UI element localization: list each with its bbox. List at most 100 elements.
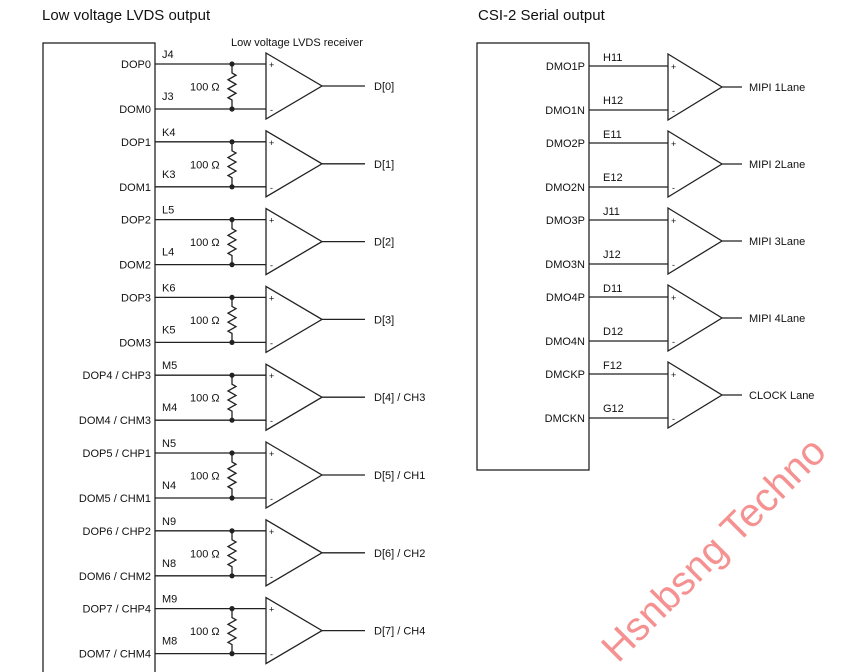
plus-sign: + <box>671 62 676 72</box>
output-label: MIPI 4Lane <box>749 313 805 325</box>
p-signal-label: DOP1 <box>121 137 151 149</box>
output-label: D[1] <box>374 159 394 171</box>
p-signal-label: DMO2P <box>546 138 585 150</box>
resistor-icon <box>226 375 238 421</box>
p-pin-label: M9 <box>162 594 177 606</box>
plus-sign: + <box>269 605 274 615</box>
m-pin-label: M8 <box>162 636 177 648</box>
plus-sign: + <box>671 370 676 380</box>
minus-sign: - <box>672 183 675 193</box>
resistor-icon <box>226 297 238 343</box>
p-signal-label: DOP5 / CHP1 <box>83 448 151 460</box>
amplifier-triangle <box>265 440 324 510</box>
plus-sign: + <box>269 138 274 148</box>
p-pin-label: J11 <box>603 206 620 218</box>
resistor-icon <box>226 453 238 498</box>
minus-sign: - <box>672 260 675 270</box>
p-signal-label: DOP3 <box>121 292 151 304</box>
m-signal-label: DMO1N <box>545 105 585 117</box>
minus-sign: - <box>270 650 273 660</box>
plus-sign: + <box>269 527 274 537</box>
plus-sign: + <box>269 293 274 303</box>
output-label: CLOCK Lane <box>749 390 814 402</box>
p-pin-label: L5 <box>162 205 174 217</box>
minus-sign: - <box>672 106 675 116</box>
p-signal-label: DOP7 / CHP4 <box>83 604 151 616</box>
p-pin-label: N5 <box>162 438 176 450</box>
m-pin-label: M4 <box>162 402 177 414</box>
junction-dot <box>229 573 235 579</box>
minus-sign: - <box>270 261 273 271</box>
p-signal-label: DOP6 / CHP2 <box>83 526 151 538</box>
amplifier-triangle <box>265 363 324 432</box>
output-label: MIPI 3Lane <box>749 236 805 248</box>
resistor-value: 100 Ω <box>190 548 220 560</box>
p-signal-label: DMO3P <box>546 215 585 227</box>
p-pin-label: N9 <box>162 516 176 528</box>
lvds-title: Low voltage LVDS output <box>42 7 211 24</box>
p-pin-label: M5 <box>162 360 177 372</box>
resistor-value: 100 Ω <box>190 237 220 249</box>
lvds-chip-box <box>42 42 156 672</box>
receiver-label: Low voltage LVDS receiver <box>231 37 363 49</box>
output-label: D[6] / CH2 <box>374 548 425 560</box>
minus-sign: - <box>270 183 273 193</box>
minus-sign: - <box>270 494 273 504</box>
amplifier-triangle <box>667 206 724 276</box>
csi2-chip-box <box>476 42 590 471</box>
p-pin-label: F12 <box>603 360 622 372</box>
m-pin-label: L4 <box>162 247 174 259</box>
m-signal-label: DOM5 / CHM1 <box>79 493 151 505</box>
m-pin-label: K3 <box>162 169 175 181</box>
p-pin-label: E11 <box>603 129 622 141</box>
m-signal-label: DOM0 <box>119 104 151 116</box>
amplifier-triangle <box>265 596 324 665</box>
amplifier-triangle <box>265 285 324 354</box>
m-pin-label: N4 <box>162 480 176 492</box>
resistor-value: 100 Ω <box>190 159 220 171</box>
p-pin-label: H11 <box>603 52 622 64</box>
output-label: D[7] / CH4 <box>374 626 425 638</box>
m-signal-label: DOM3 <box>119 337 151 349</box>
output-label: D[5] / CH1 <box>374 470 425 482</box>
p-pin-label: J4 <box>162 49 174 61</box>
m-pin-label: J3 <box>162 91 174 103</box>
p-signal-label: DOP2 <box>121 215 151 227</box>
amplifier-triangle <box>667 52 724 122</box>
m-signal-label: DOM7 / CHM4 <box>79 649 151 661</box>
plus-sign: + <box>269 371 274 381</box>
p-pin-label: D11 <box>603 283 622 295</box>
plus-sign: + <box>671 139 676 149</box>
resistor-icon <box>226 219 238 265</box>
m-pin-label: E12 <box>603 172 623 184</box>
minus-sign: - <box>270 416 273 426</box>
minus-sign: - <box>270 572 273 582</box>
m-signal-label: DMO3N <box>545 259 585 271</box>
amplifier-triangle <box>667 129 724 199</box>
watermark: Hsnbsng Techno <box>593 429 834 670</box>
m-signal-label: DOM6 / CHM2 <box>79 571 151 583</box>
resistor-icon <box>226 608 238 654</box>
output-label: MIPI 2Lane <box>749 159 805 171</box>
junction-dot <box>229 139 235 145</box>
m-pin-label: J12 <box>603 249 621 261</box>
m-pin-label: N8 <box>162 558 176 570</box>
resistor-value: 100 Ω <box>190 82 220 94</box>
output-label: D[0] <box>374 81 394 93</box>
plus-sign: + <box>269 216 274 226</box>
amplifier-triangle <box>667 283 724 353</box>
watermark-text: Hsnbsng Techno <box>593 429 834 670</box>
